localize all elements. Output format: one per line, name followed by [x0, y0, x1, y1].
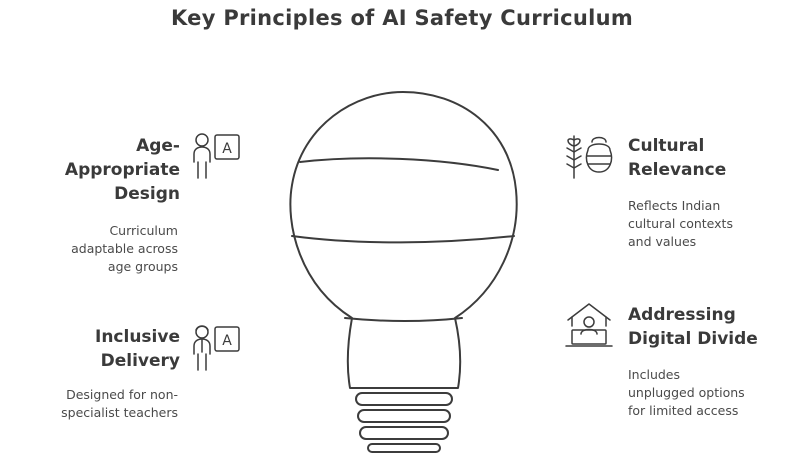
principle-heading: Age- Appropriate Design [40, 134, 180, 206]
heading-line: Design [114, 184, 180, 204]
principle-heading: Cultural Relevance [628, 134, 798, 182]
description-line: adaptable across [71, 241, 178, 256]
description-line: Curriculum [109, 223, 178, 238]
heading-line: Inclusive [95, 327, 180, 347]
description-line: for limited access [628, 403, 739, 418]
principle-description: Designed for non- specialist teachers [20, 386, 178, 422]
description-line: Includes [628, 367, 681, 382]
heading-line: Delivery [100, 351, 180, 371]
principle-description: Includes unplugged options for limited a… [628, 366, 798, 420]
description-line: and values [628, 234, 697, 249]
heading-line: Age- [136, 136, 180, 156]
heading-line: Appropriate [64, 160, 180, 180]
heading-line: Digital Divide [628, 329, 758, 349]
icon-letter: A [222, 333, 232, 349]
plant-and-pot-icon [566, 135, 613, 179]
person-with-letter-card-icon: A [193, 133, 240, 179]
description-line: Designed for non- [66, 387, 178, 402]
principle-description: Curriculum adaptable across age groups [30, 222, 178, 276]
teacher-with-letter-card-icon: A [193, 325, 240, 371]
heading-line: Relevance [628, 160, 727, 180]
heading-line: Cultural [628, 136, 705, 156]
home-laptop-icon [565, 303, 613, 347]
description-line: cultural contexts [628, 216, 733, 231]
description-line: age groups [107, 259, 178, 274]
principle-heading: Inclusive Delivery [40, 325, 180, 373]
description-line: specialist teachers [61, 405, 178, 420]
heading-line: Addressing [628, 305, 736, 325]
icon-letter: A [222, 141, 232, 157]
principle-description: Reflects Indian cultural contexts and va… [628, 197, 798, 251]
description-line: unplugged options [628, 385, 745, 400]
description-line: Reflects Indian [628, 198, 721, 213]
page-title: Key Principles of AI Safety Curriculum [170, 6, 634, 30]
principle-heading: Addressing Digital Divide [628, 303, 798, 351]
